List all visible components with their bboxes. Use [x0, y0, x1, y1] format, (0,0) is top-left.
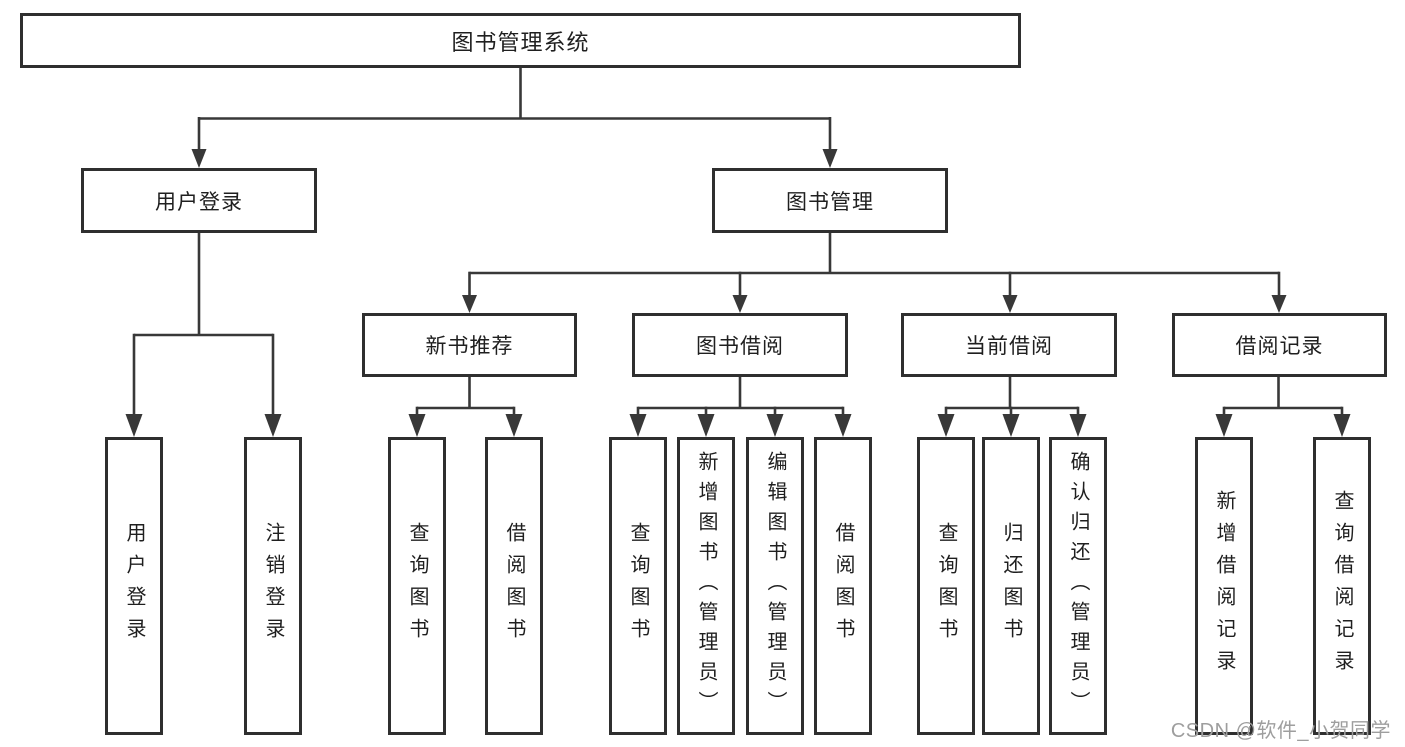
leaf-borrow-books-rec: 借阅图书 [485, 437, 543, 735]
leaf-add-borrow-record: 新增借阅记录 [1195, 437, 1253, 735]
arrowhead [1002, 414, 1020, 437]
node-label: 新书推荐 [425, 335, 514, 358]
node-new-book-recommend: 新书推荐 [362, 313, 577, 377]
node-label: 查询图书 [935, 522, 957, 650]
node-label: 新增图书（管理员） [695, 451, 717, 721]
arrowhead [937, 414, 955, 437]
node-label: 图书管理系统 [451, 29, 590, 55]
leaf-query-borrow-record: 查询借阅记录 [1313, 437, 1371, 735]
arrowhead [1215, 414, 1233, 437]
arrowhead [732, 295, 748, 313]
leaf-add-books-admin: 新增图书（管理员） [677, 437, 735, 735]
connector-book-mgmt-to-level3 [462, 233, 1287, 313]
arrowhead [408, 414, 426, 437]
leaf-query-books-rec: 查询图书 [388, 437, 446, 735]
node-borrow-records: 借阅记录 [1172, 313, 1387, 377]
node-label: 确认归还（管理员） [1067, 451, 1089, 721]
arrowhead [264, 414, 282, 437]
connector-records-group [1215, 377, 1351, 437]
arrowhead [1333, 414, 1351, 437]
node-label: 借阅图书 [503, 522, 525, 650]
node-label: 注销登录 [262, 522, 284, 650]
arrowhead [1069, 414, 1087, 437]
leaf-user-login: 用户登录 [105, 437, 163, 735]
csdn-watermark: CSDN @软件_小贺同学 [1170, 720, 1391, 742]
connector-user-login-group [125, 233, 282, 437]
node-label: 图书借阅 [696, 335, 784, 358]
connector-new-rec-group [408, 377, 523, 437]
node-label: 归还图书 [1000, 522, 1022, 650]
arrowhead [834, 414, 852, 437]
connector-root-to-level2 [191, 67, 838, 168]
leaf-borrow-books: 借阅图书 [814, 437, 872, 735]
leaf-query-books-current: 查询图书 [917, 437, 975, 735]
connector-book-borrow-group [629, 377, 852, 437]
node-label: 当前借阅 [965, 335, 1053, 358]
node-current-borrowing: 当前借阅 [901, 313, 1117, 377]
leaf-confirm-return-admin: 确认归还（管理员） [1049, 437, 1107, 735]
leaf-return-books: 归还图书 [982, 437, 1040, 735]
arrowhead [125, 414, 143, 437]
leaf-edit-books-admin: 编辑图书（管理员） [746, 437, 804, 735]
node-label: 新增借阅记录 [1213, 490, 1235, 682]
arrowhead [822, 149, 838, 168]
node-label: 查询图书 [627, 522, 649, 650]
node-user-login-module: 用户登录 [81, 168, 317, 233]
leaf-query-books-borrow: 查询图书 [609, 437, 667, 735]
node-label: 用户登录 [123, 522, 145, 650]
node-book-management-module: 图书管理 [712, 168, 948, 233]
node-label: 借阅记录 [1235, 335, 1324, 358]
node-label: 用户登录 [155, 190, 243, 214]
arrowhead [191, 149, 207, 168]
node-book-borrowing: 图书借阅 [632, 313, 848, 377]
arrowhead [1002, 295, 1018, 313]
node-label: 图书管理 [786, 190, 874, 214]
arrowhead [1271, 295, 1287, 313]
node-label: 借阅图书 [832, 522, 854, 650]
node-root-system: 图书管理系统 [20, 13, 1021, 68]
node-label: 查询图书 [406, 522, 428, 650]
node-label: 编辑图书（管理员） [764, 451, 786, 721]
arrowhead [629, 414, 647, 437]
arrowhead [462, 295, 477, 313]
arrowhead [766, 414, 784, 437]
arrowhead [697, 414, 715, 437]
leaf-logout: 注销登录 [244, 437, 302, 735]
node-label: 查询借阅记录 [1331, 490, 1353, 682]
arrowhead [505, 414, 523, 437]
connector-current-borrow-group [937, 377, 1087, 437]
